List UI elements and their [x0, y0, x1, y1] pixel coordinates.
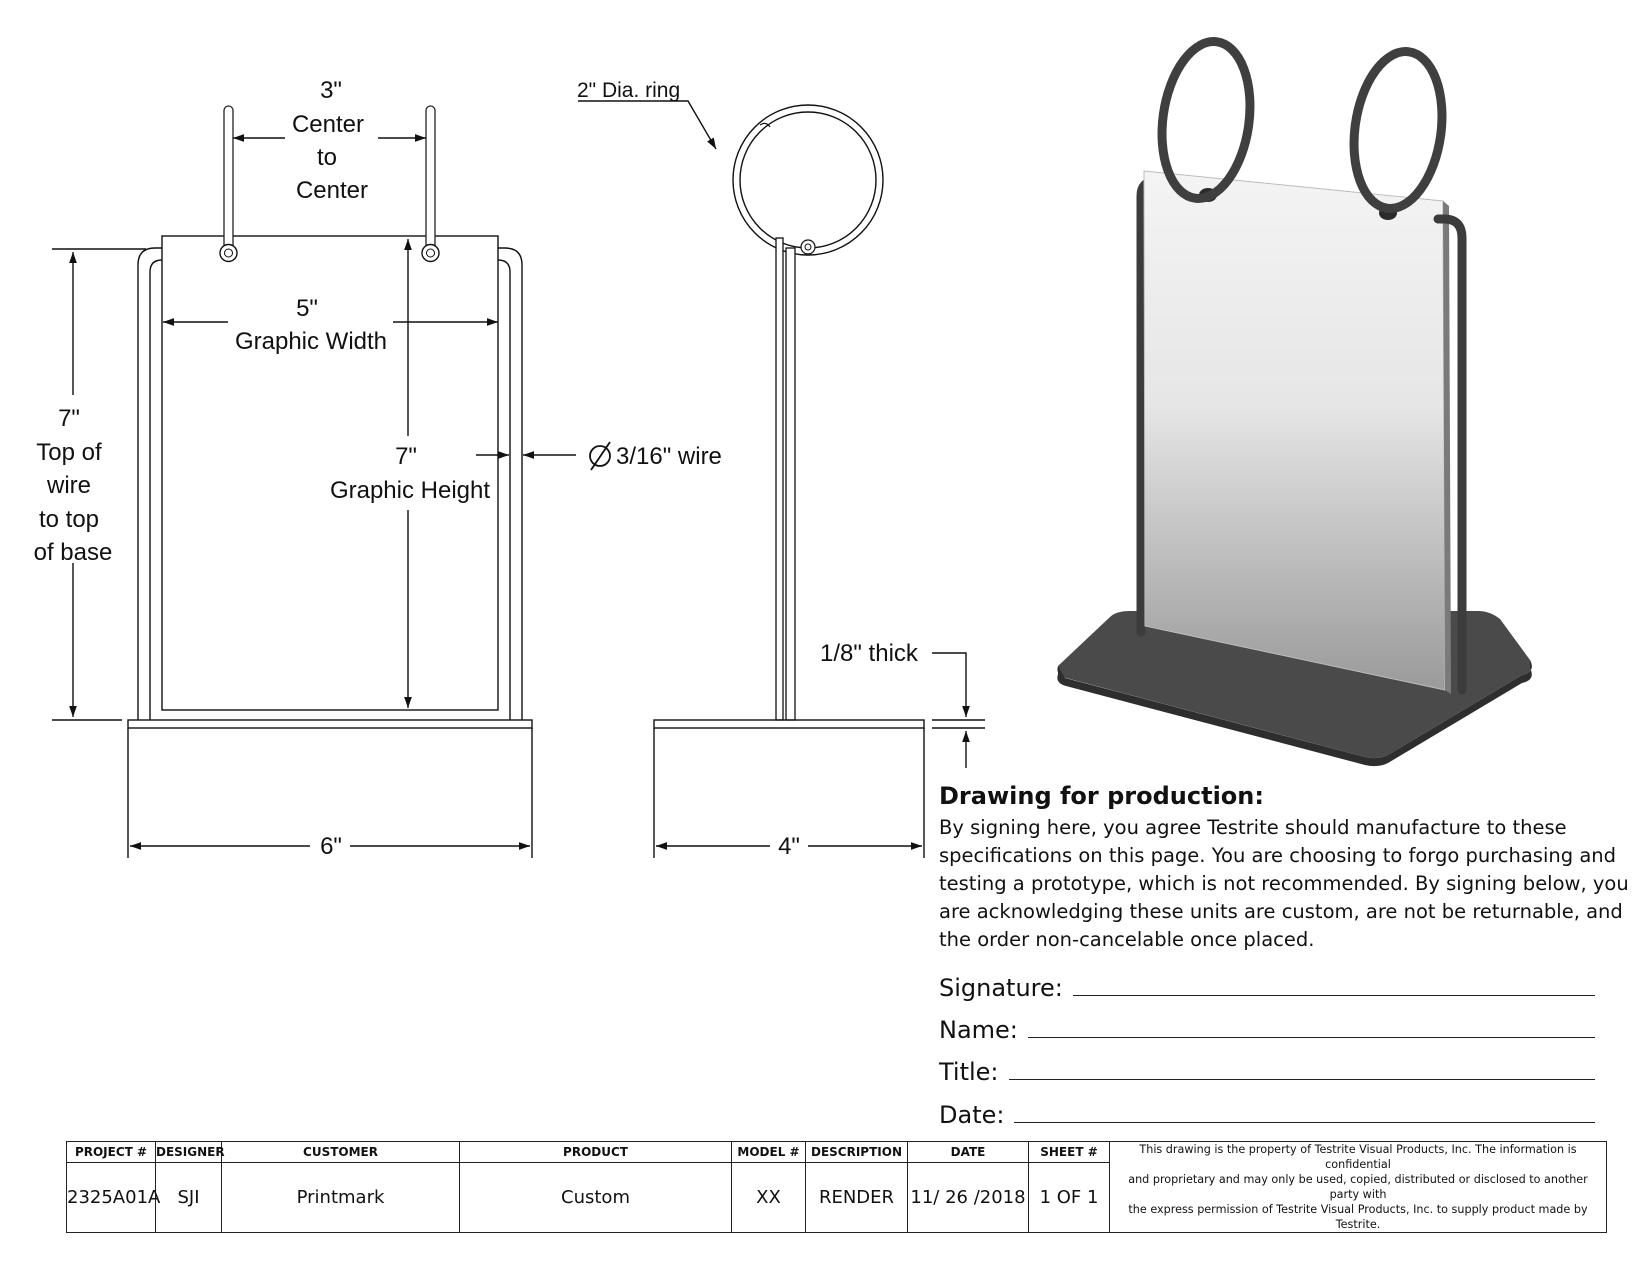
- header-description: DESCRIPTION: [805, 1141, 908, 1163]
- value-model: XX: [731, 1161, 806, 1234]
- signoff-paragraph-line-1: By signing here, you agree Testrite shou…: [939, 816, 1567, 839]
- ring-pin-right: [425, 105, 436, 259]
- ring-hinge-icon: [800, 239, 816, 255]
- render-ring-right: [1349, 47, 1447, 213]
- header-customer: CUSTOMER: [221, 1141, 460, 1163]
- header-sheet: SHEET #: [1028, 1141, 1110, 1163]
- graphic-height-label: Graphic Height: [330, 477, 490, 504]
- production-signoff: Drawing for production: By signing here,…: [939, 782, 1629, 954]
- ring-spacing-note-3: Center: [296, 177, 368, 204]
- title-field[interactable]: Title:: [939, 1050, 1595, 1086]
- side-wire-upright: [785, 247, 796, 721]
- value-product: Custom: [459, 1161, 732, 1234]
- base-depth-value: 4": [778, 833, 800, 860]
- front-base-plate: [127, 719, 533, 729]
- wire-height-note-1: Top of: [36, 439, 102, 466]
- property-notice-line-3: the express permission of Testrite Visua…: [1128, 1203, 1588, 1231]
- value-sheet: 1 OF 1: [1028, 1161, 1110, 1234]
- render-graphic-panel: [1143, 170, 1446, 691]
- wire-height-note-2: wire: [46, 472, 91, 499]
- punch-hole-right: [421, 243, 440, 263]
- signoff-paragraph-line-3: testing a prototype, which is not recomm…: [939, 872, 1629, 895]
- property-notice-line-1: This drawing is the property of Testrite…: [1139, 1143, 1577, 1171]
- base-width-value: 6": [320, 833, 342, 860]
- graphic-width-label: Graphic Width: [235, 328, 387, 355]
- ring-pin-left: [223, 105, 234, 259]
- signature-field[interactable]: Signature:: [939, 966, 1595, 1002]
- diameter-symbol-icon: [589, 441, 611, 471]
- front-view: 3" Center to Center 5" Graphic Width 7" …: [34, 77, 722, 860]
- value-customer: Printmark: [221, 1161, 460, 1234]
- property-notice-line-2: and proprietary and may only be used, co…: [1128, 1173, 1588, 1201]
- graphic-panel: [161, 235, 499, 711]
- signoff-paragraph-line-5: the order non-cancelable once placed.: [939, 928, 1315, 951]
- binder-ring-outer: [732, 104, 884, 256]
- property-notice: This drawing is the property of Testrite…: [1109, 1141, 1607, 1233]
- ring-diameter-label: 2" Dia. ring: [577, 79, 680, 102]
- signature-label: Signature:: [939, 974, 1063, 1002]
- value-date: 11/ 26 /2018: [907, 1161, 1029, 1234]
- ring-spacing-value: 3": [320, 77, 342, 104]
- side-base-plate: [653, 719, 925, 729]
- value-designer: SJI: [155, 1161, 222, 1234]
- graphic-height-value: 7": [395, 443, 417, 470]
- value-project: 2325A01A: [66, 1161, 160, 1234]
- ring-spacing-note-2: to: [317, 144, 337, 171]
- header-project: PROJECT #: [66, 1141, 156, 1163]
- title-block: PROJECT # DESIGNER CUSTOMER PRODUCT MODE…: [66, 1141, 1607, 1234]
- ring-spacing-note-1: Center: [292, 111, 364, 138]
- render-wire-right: [1433, 214, 1467, 695]
- title-label: Title:: [939, 1058, 999, 1086]
- name-line[interactable]: [1027, 1037, 1595, 1038]
- side-view: 2" Dia. ring 1/8" thick 4": [577, 79, 985, 860]
- signoff-paragraph-line-2: specifications on this page. You are cho…: [939, 844, 1617, 867]
- value-description: RENDER: [805, 1161, 908, 1234]
- binder-ring-inner: [739, 111, 877, 249]
- header-designer: DESIGNER: [155, 1141, 225, 1163]
- product-render: [1057, 37, 1532, 767]
- header-product: PRODUCT: [459, 1141, 732, 1163]
- name-label: Name:: [939, 1016, 1018, 1044]
- wire-height-note-4: of base: [34, 539, 113, 566]
- date-field[interactable]: Date:: [939, 1093, 1595, 1129]
- header-model: MODEL #: [731, 1141, 806, 1163]
- date-line[interactable]: [1014, 1122, 1595, 1123]
- date-label: Date:: [939, 1101, 1005, 1129]
- base-thickness-label: 1/8" thick: [820, 640, 919, 667]
- punch-hole-left: [219, 243, 238, 263]
- name-field[interactable]: Name:: [939, 1008, 1595, 1044]
- side-graphic-edge: [775, 237, 784, 721]
- signature-line[interactable]: [1072, 995, 1595, 996]
- signoff-paragraph-line-4: are acknowledging these units are custom…: [939, 900, 1623, 923]
- wire-height-value: 7": [58, 405, 80, 432]
- header-date: DATE: [907, 1141, 1029, 1163]
- signoff-heading: Drawing for production:: [939, 782, 1264, 810]
- render-ring-left: [1157, 37, 1255, 203]
- wire-height-note-3: to top: [39, 506, 99, 533]
- wire-diameter-label: 3/16" wire: [616, 443, 722, 470]
- graphic-width-value: 5": [296, 295, 318, 322]
- title-line[interactable]: [1008, 1079, 1595, 1080]
